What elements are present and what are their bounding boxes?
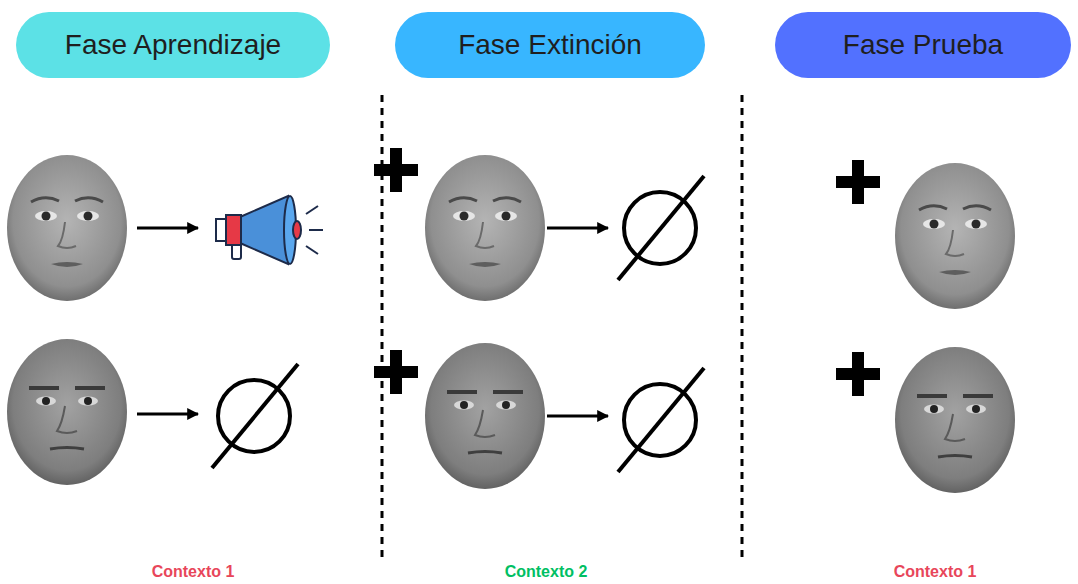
megaphone-icon-part xyxy=(306,246,318,254)
null-outcome xyxy=(618,368,704,472)
trial-arrow xyxy=(137,227,198,230)
phase-title: Fase Prueba xyxy=(843,30,1003,61)
phase-divider xyxy=(382,95,742,560)
phase-title: Fase Extinción xyxy=(458,30,642,61)
face-stimulus xyxy=(895,163,1015,309)
phase-header: Fase Aprendizaje xyxy=(16,12,330,78)
trial-arrow xyxy=(547,227,608,230)
context-label: Contexto 1 xyxy=(152,562,235,581)
trial-arrow xyxy=(137,413,198,416)
face-stimulus xyxy=(7,155,127,301)
fixation-cross xyxy=(374,148,418,192)
megaphone-icon-part xyxy=(226,215,241,245)
megaphone-icon-part xyxy=(216,219,226,241)
context-label: Contexto 1 xyxy=(894,562,977,581)
null-outcome xyxy=(618,176,704,280)
trial-arrow xyxy=(547,415,608,418)
phase-header: Fase Extinción xyxy=(395,12,705,78)
megaphone-icon-part xyxy=(306,206,318,214)
face-stimulus xyxy=(7,339,127,485)
megaphone-icon-part xyxy=(240,196,288,264)
fixation-cross xyxy=(836,160,880,204)
megaphone-icon-part xyxy=(309,229,323,231)
phase-divider-part xyxy=(741,95,744,560)
megaphone-icon xyxy=(216,196,323,264)
context-label: Contexto 2 xyxy=(505,562,588,581)
null-outcome xyxy=(212,364,298,468)
face-stimulus xyxy=(895,347,1015,493)
phase-header: Fase Prueba xyxy=(775,12,1071,78)
fixation-cross xyxy=(836,352,880,396)
megaphone-icon-part xyxy=(293,221,301,239)
face-stimulus xyxy=(425,155,545,301)
fixation-cross xyxy=(374,350,418,394)
phase-title: Fase Aprendizaje xyxy=(65,30,281,61)
face-stimulus xyxy=(425,343,545,489)
